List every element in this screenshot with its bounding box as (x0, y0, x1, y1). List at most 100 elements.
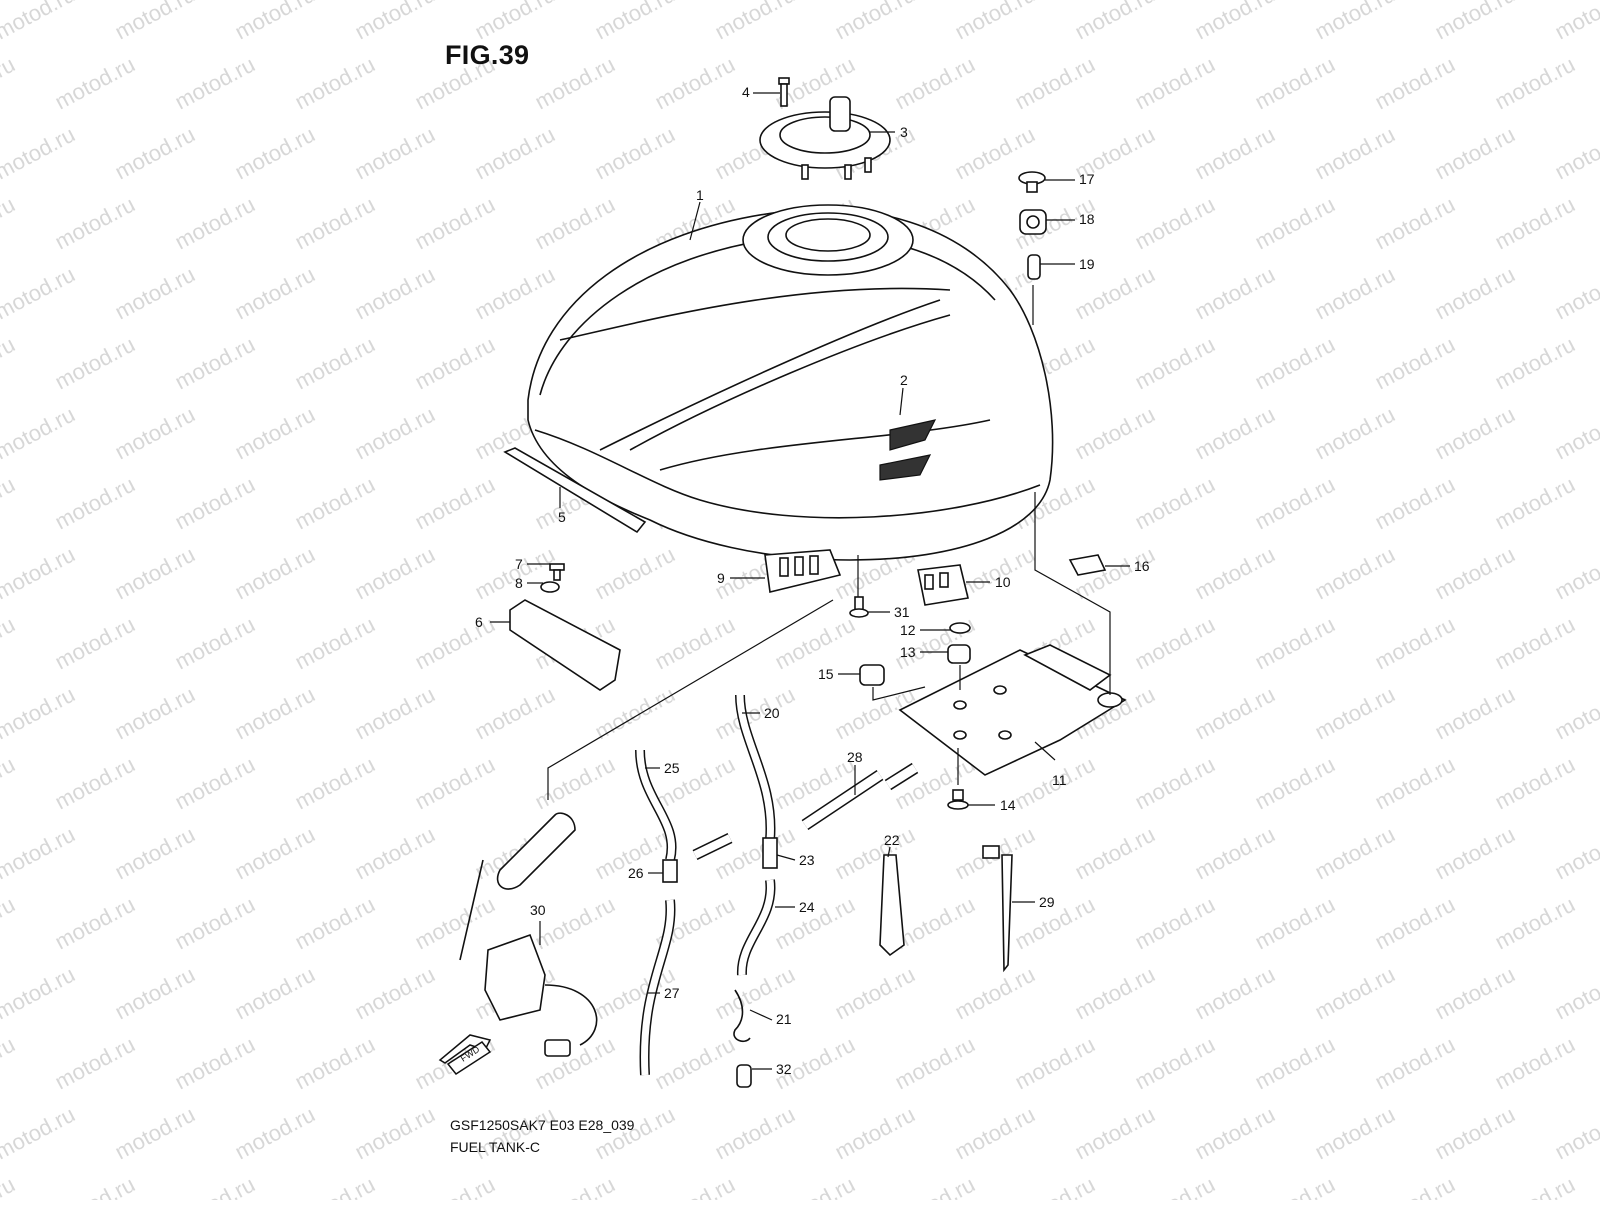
watermark: motod.ru (1491, 192, 1579, 255)
callout-label: 12 (900, 622, 916, 638)
watermark: motod.ru (711, 1102, 799, 1165)
watermark: motod.ru (951, 0, 1039, 44)
watermark: motod.ru (591, 542, 679, 605)
part-cushion-set (1018, 171, 1047, 280)
watermark: motod.ru (171, 192, 259, 255)
watermark: motod.ru (1191, 822, 1279, 885)
watermark: motod.ru (291, 1032, 379, 1095)
watermark: motod.ru (1131, 52, 1219, 115)
watermark: motod.ru (291, 752, 379, 815)
watermark: motod.ru (951, 1102, 1039, 1165)
watermark: motod.ru (411, 752, 499, 815)
callout-lines (490, 92, 1130, 1070)
watermark: motod.ru (1071, 962, 1159, 1025)
watermark: motod.ru (1011, 1032, 1099, 1095)
watermark: motod.ru (1551, 122, 1600, 185)
callout-label: 8 (515, 575, 523, 591)
watermark: motod.ru (0, 822, 79, 885)
watermark: motod.ru (171, 472, 259, 535)
callout-label: 32 (776, 1061, 792, 1077)
watermark: motod.ru (0, 402, 79, 465)
watermark: motod.ru (1431, 682, 1519, 745)
watermark: motod.ru (1191, 122, 1279, 185)
watermark: motod.ru (111, 0, 199, 44)
watermark: motod.ru (1431, 262, 1519, 325)
watermark: motod.ru (231, 542, 319, 605)
part-clip-22 (879, 854, 905, 957)
watermark: motod.ru (231, 122, 319, 185)
watermark: motod.ru (831, 962, 919, 1025)
watermark: motod.ru (111, 1102, 199, 1165)
watermark: motod.ru (51, 192, 139, 255)
watermark: motod.ru (291, 472, 379, 535)
watermark: motod.ru (1311, 542, 1399, 605)
part-strip (503, 447, 647, 534)
watermark: motod.ru (0, 962, 79, 1025)
watermark: motod.ru (411, 472, 499, 535)
watermark: motod.ru (1431, 122, 1519, 185)
watermark: motod.ru (1311, 962, 1399, 1025)
watermark: motod.ru (351, 122, 439, 185)
watermark: motod.ru (1251, 472, 1339, 535)
watermark: motod.ru (1251, 892, 1339, 955)
watermark: motod.ru (891, 612, 979, 675)
watermark: motod.ru (1311, 402, 1399, 465)
watermark: motod.ru (831, 822, 919, 885)
part-cushion-13 (947, 644, 971, 664)
watermark: motod.ru (111, 682, 199, 745)
part-fuel-pump (459, 812, 598, 1057)
watermark: motod.ru (591, 122, 679, 185)
watermark: motod.ru (291, 612, 379, 675)
watermark: motod.ru (471, 682, 559, 745)
watermark: motod.ru (231, 402, 319, 465)
watermark: motod.ru (0, 752, 19, 815)
watermark: motod.ru (1371, 192, 1459, 255)
watermark: motod.ru (51, 1032, 139, 1095)
watermark: motod.ru (1371, 752, 1459, 815)
watermark: motod.ru (1191, 262, 1279, 325)
watermark: motod.ru (0, 892, 19, 955)
watermark: motod.ru (771, 612, 859, 675)
watermark: motod.ru (1431, 542, 1519, 605)
watermark: motod.ru (351, 542, 439, 605)
watermark: motod.ru (651, 612, 739, 675)
watermark: motod.ru (0, 192, 19, 255)
watermark: motod.ru (1371, 52, 1459, 115)
watermark: motod.ru (351, 0, 439, 44)
watermark: motod.ru (1551, 682, 1600, 745)
watermark: motod.ru (51, 752, 139, 815)
watermark: motod.ru (711, 0, 799, 44)
watermark: motod.ru (291, 192, 379, 255)
watermark: motod.ru (1071, 1102, 1159, 1165)
watermark: motod.ru (951, 962, 1039, 1025)
watermark: motod.ru (411, 612, 499, 675)
watermark: motod.ru (1311, 0, 1399, 44)
callout-label: 29 (1039, 894, 1055, 910)
watermark: motod.ru (1431, 962, 1519, 1025)
part-connector-9 (764, 549, 842, 593)
watermark: motod.ru (1131, 472, 1219, 535)
watermark: motod.ru (1191, 962, 1279, 1025)
watermark: motod.ru (1491, 752, 1579, 815)
part-bracket (509, 599, 621, 691)
watermark: motod.ru (1251, 1032, 1339, 1095)
watermark: motod.ru (1491, 472, 1579, 535)
part-grommet-12 (949, 622, 971, 634)
part-bolt-washer (540, 563, 565, 593)
watermark: motod.ru (0, 122, 79, 185)
watermark: motod.ru (51, 52, 139, 115)
part-fuel-tank (527, 204, 1054, 561)
watermark: motod.ru (411, 1172, 499, 1200)
watermark: motod.ru (1431, 402, 1519, 465)
watermark: motod.ru (531, 52, 619, 115)
callout-label: 4 (742, 84, 750, 100)
watermark: motod.ru (231, 262, 319, 325)
watermark: motod.ru (1371, 332, 1459, 395)
watermark: motod.ru (711, 822, 799, 885)
watermark: motod.ru (771, 1172, 859, 1200)
figure-title: FIG.39 (445, 40, 530, 70)
watermark: motod.ru (351, 962, 439, 1025)
part-connector-10 (917, 564, 969, 606)
watermark: motod.ru (1251, 752, 1339, 815)
